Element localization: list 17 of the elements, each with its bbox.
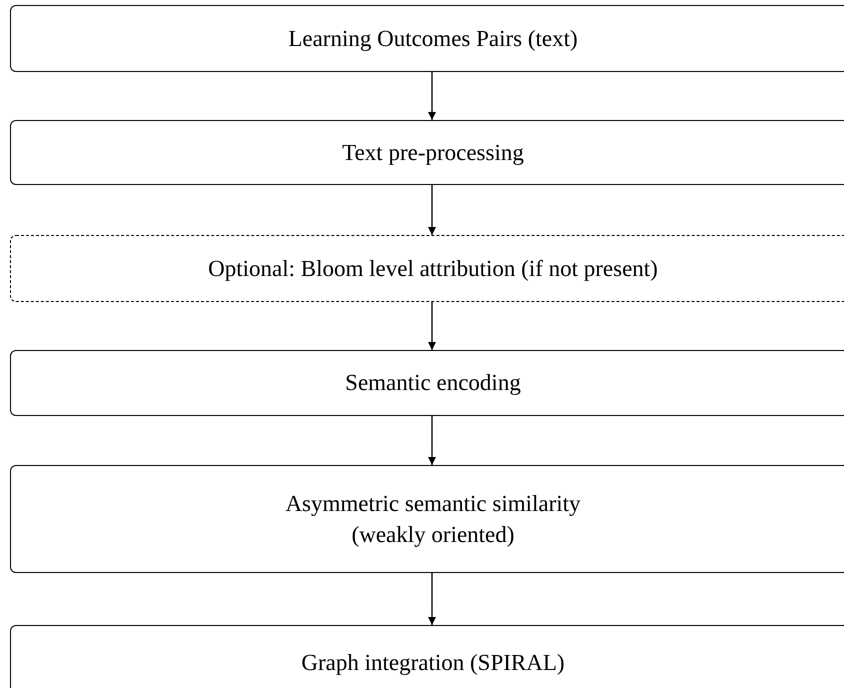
process-box	[10, 120, 844, 185]
process-box	[10, 235, 844, 302]
arrow	[428, 416, 436, 465]
process-box	[10, 5, 844, 72]
step-label: Text pre-processing	[341, 138, 525, 167]
step-label: Semantic encoding	[344, 369, 522, 398]
arrow	[428, 573, 436, 625]
process-box	[10, 625, 844, 688]
step-label: Learning Outcomes Pairs (text)	[287, 24, 579, 53]
step-label: Asymmetric semantic similarity (weakly oriented)	[284, 490, 582, 549]
arrow	[428, 302, 436, 350]
process-box	[10, 350, 844, 416]
process-box	[10, 465, 844, 573]
arrow	[428, 72, 436, 120]
arrow	[428, 185, 436, 235]
step-label: Optional: Bloom level attribution (if not present)	[207, 254, 659, 283]
step-label: Graph integration (SPIRAL)	[300, 648, 566, 677]
